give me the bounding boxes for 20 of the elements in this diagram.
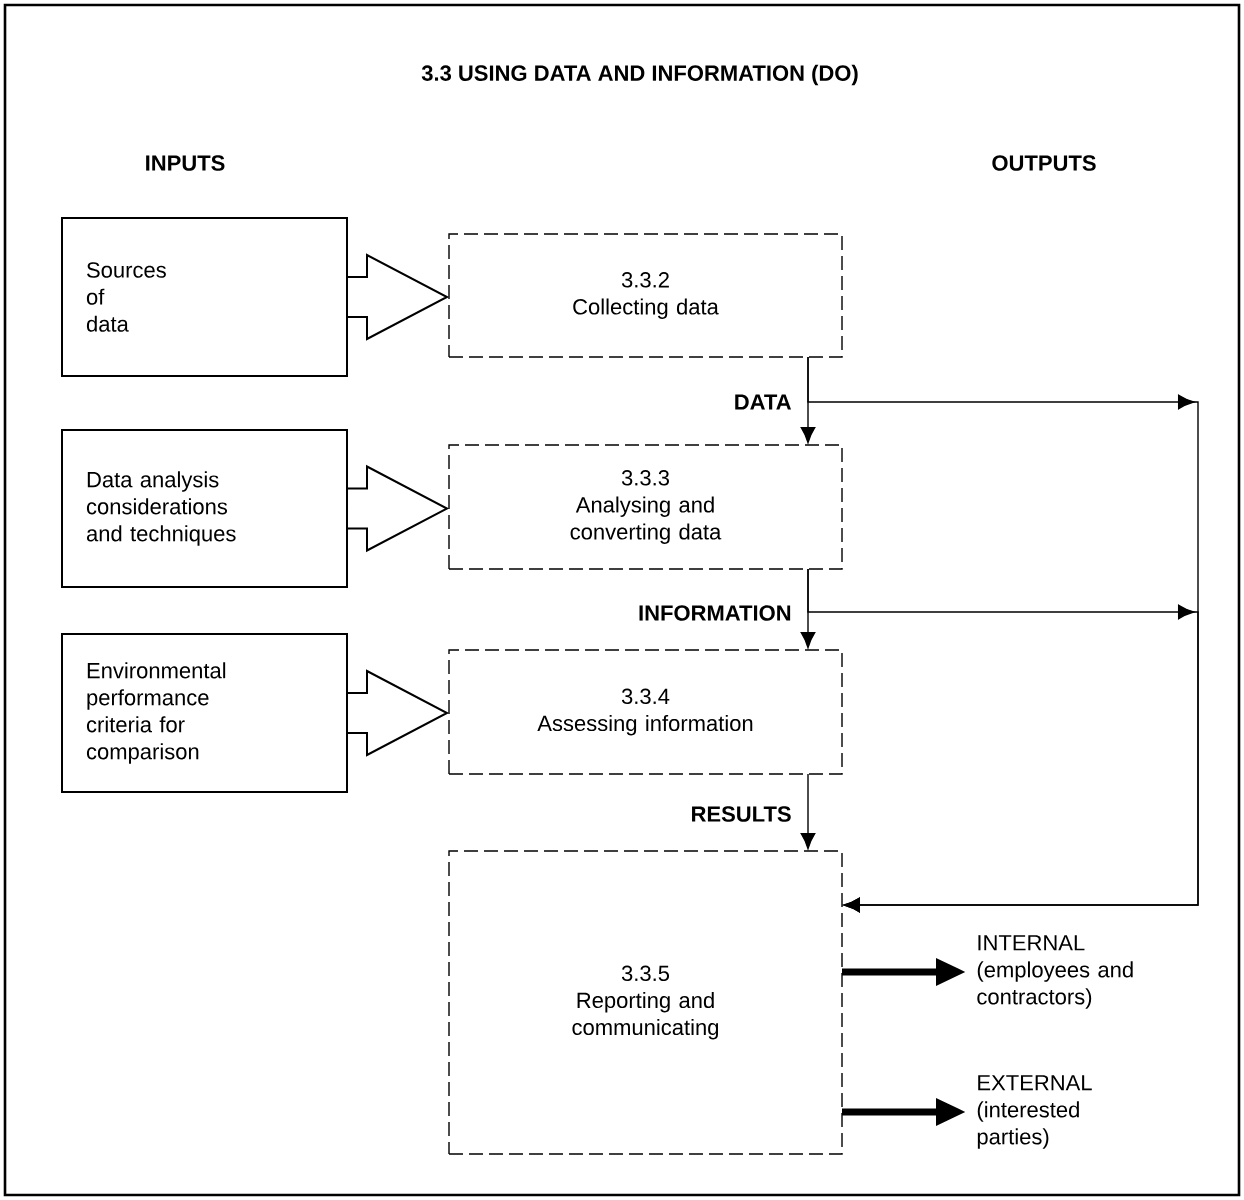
block-arrow: [346, 253, 450, 341]
input-box: Data analysis considerations and techniques: [61, 429, 348, 588]
edge-label: RESULTS: [688, 804, 794, 824]
feedback-arrow: [807, 568, 1199, 913]
input-box: Sources of data: [61, 217, 348, 377]
block-arrow: [346, 464, 450, 553]
output-text: INTERNAL (employees and contractors): [977, 935, 1133, 1009]
process-box: 3.3.4 Assessing information: [448, 649, 843, 775]
process-box: 3.3.3 Analysing and converting data: [448, 444, 843, 570]
edge-label: INFORMATION: [636, 603, 794, 623]
column-heading: INPUTS: [146, 155, 225, 171]
edge-label: DATA: [731, 392, 794, 412]
title: 3.3 USING DATA AND INFORMATION (DO): [421, 64, 858, 86]
block-arrow: [346, 669, 450, 757]
input-box: Environmental performance criteria for comparison: [61, 633, 348, 793]
arrow: [800, 773, 816, 850]
output-text: EXTERNAL (interested parties): [977, 1075, 1092, 1149]
process-box: 3.3.2 Collecting data: [448, 233, 843, 358]
column-heading: OUTPUTS: [992, 155, 1096, 171]
process-box: 3.3.5 Reporting and communicating: [448, 850, 843, 1155]
